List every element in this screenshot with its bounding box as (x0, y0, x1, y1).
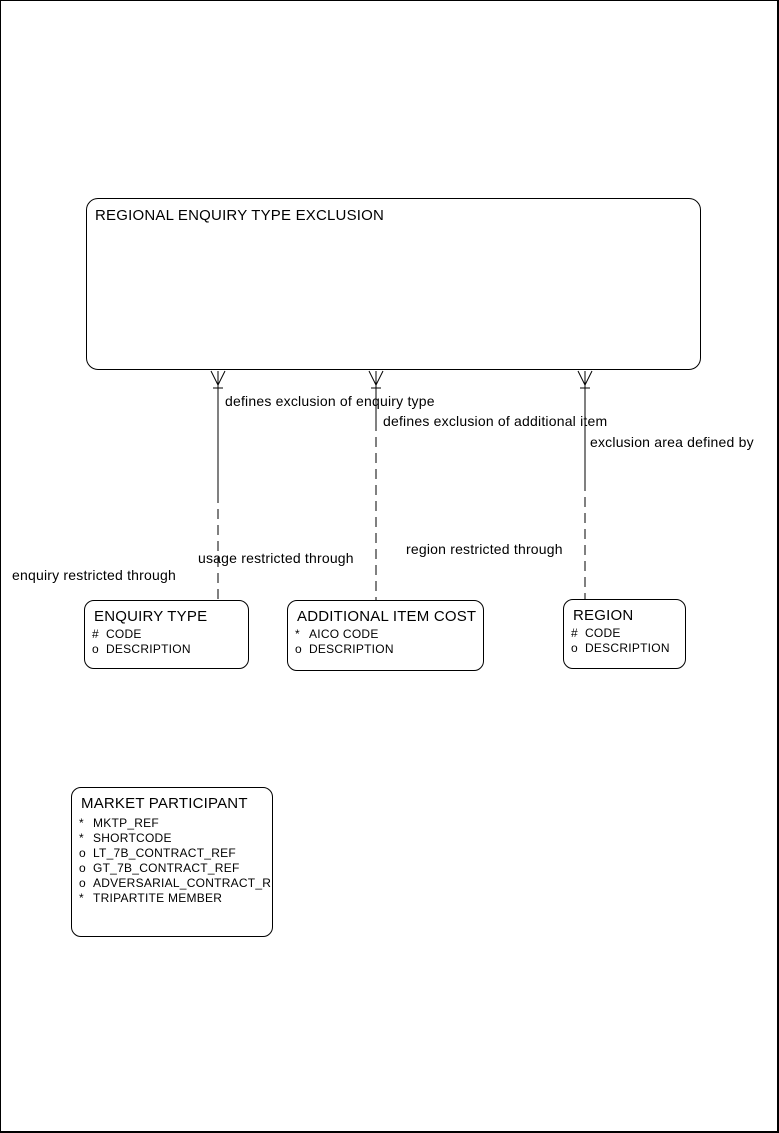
entity-title: REGIONAL ENQUIRY TYPE EXCLUSION (95, 207, 385, 224)
entity-title: ADDITIONAL ITEM COST (297, 608, 477, 625)
attribute-name: LT_7B_CONTRACT_REF (93, 846, 236, 860)
entity-title: ENQUIRY TYPE (94, 608, 208, 625)
connector-enquiry-type[interactable] (210, 370, 226, 600)
attribute-row: * MKTP_REF (72, 816, 272, 831)
connector-additional-item-cost[interactable] (368, 370, 384, 600)
attribute-optionality-mark: o (92, 642, 99, 656)
entity-additional-item-cost[interactable]: ADDITIONAL ITEM COST * AICO CODE o DESCRIP… (287, 600, 484, 671)
relationship-label: region restricted through (406, 541, 563, 557)
relationship-label: exclusion area defined by (590, 434, 754, 450)
attribute-optionality-mark: o (571, 641, 578, 655)
attribute-row: * SHORTCODE (72, 831, 272, 846)
attribute-name: DESCRIPTION (585, 641, 670, 655)
attribute-row: * AICO CODE (288, 627, 483, 642)
entity-enquiry-type[interactable]: ENQUIRY TYPE # CODE o DESCRIPTION (84, 600, 249, 669)
attribute-optionality-mark: o (79, 861, 86, 875)
attribute-optionality-mark: # (571, 626, 578, 640)
relationship-label: defines exclusion of additional item (383, 413, 608, 429)
attribute-optionality-mark: * (295, 627, 300, 641)
entity-market-participant[interactable]: MARKET PARTICIPANT *MKTP_REF *SHORTCODE … (71, 787, 273, 937)
attribute-row: o DESCRIPTION (85, 642, 248, 657)
attribute-row: o ADVERSARIAL_CONTRACT_REF (72, 876, 272, 891)
attribute-optionality-mark: o (295, 642, 302, 656)
attribute-row: o DESCRIPTION (288, 642, 483, 657)
attribute-name: SHORTCODE (93, 831, 172, 845)
attribute-optionality-mark: o (79, 876, 86, 890)
entity-region[interactable]: REGION # CODE o DESCRIPTION (563, 599, 686, 669)
attribute-name: ADVERSARIAL_CONTRACT_REF (93, 876, 273, 890)
attribute-name: AICO CODE (309, 627, 379, 641)
attribute-row: o GT_7B_CONTRACT_REF (72, 861, 272, 876)
attribute-row: * TRIPARTITE MEMBER (72, 891, 272, 906)
entity-title: REGION (573, 607, 634, 624)
attribute-optionality-mark: # (92, 627, 99, 641)
attribute-name: DESCRIPTION (106, 642, 191, 656)
relationship-label: enquiry restricted through (12, 567, 176, 583)
entity-regional-enquiry-type-exclusion[interactable]: REGIONAL ENQUIRY TYPE EXCLUSION (86, 198, 701, 370)
attribute-row: o DESCRIPTION (564, 641, 685, 656)
connector-region[interactable] (577, 370, 593, 599)
attribute-optionality-mark: * (79, 816, 84, 830)
relationship-label: usage restricted through (198, 550, 354, 566)
attribute-name: GT_7B_CONTRACT_REF (93, 861, 240, 875)
attribute-optionality-mark: o (79, 846, 86, 860)
attribute-row: o LT_7B_CONTRACT_REF (72, 846, 272, 861)
attribute-name: TRIPARTITE MEMBER (93, 891, 223, 905)
attribute-name: CODE (106, 627, 142, 641)
attribute-optionality-mark: * (79, 831, 84, 845)
attribute-name: DESCRIPTION (309, 642, 394, 656)
attribute-name: CODE (585, 626, 621, 640)
attribute-row: # CODE (564, 626, 685, 641)
attribute-optionality-mark: * (79, 891, 84, 905)
relationship-label: defines exclusion of enquiry type (225, 393, 435, 409)
entity-title: MARKET PARTICIPANT (81, 795, 248, 812)
attribute-name: MKTP_REF (93, 816, 160, 830)
attribute-row: # CODE (85, 627, 248, 642)
